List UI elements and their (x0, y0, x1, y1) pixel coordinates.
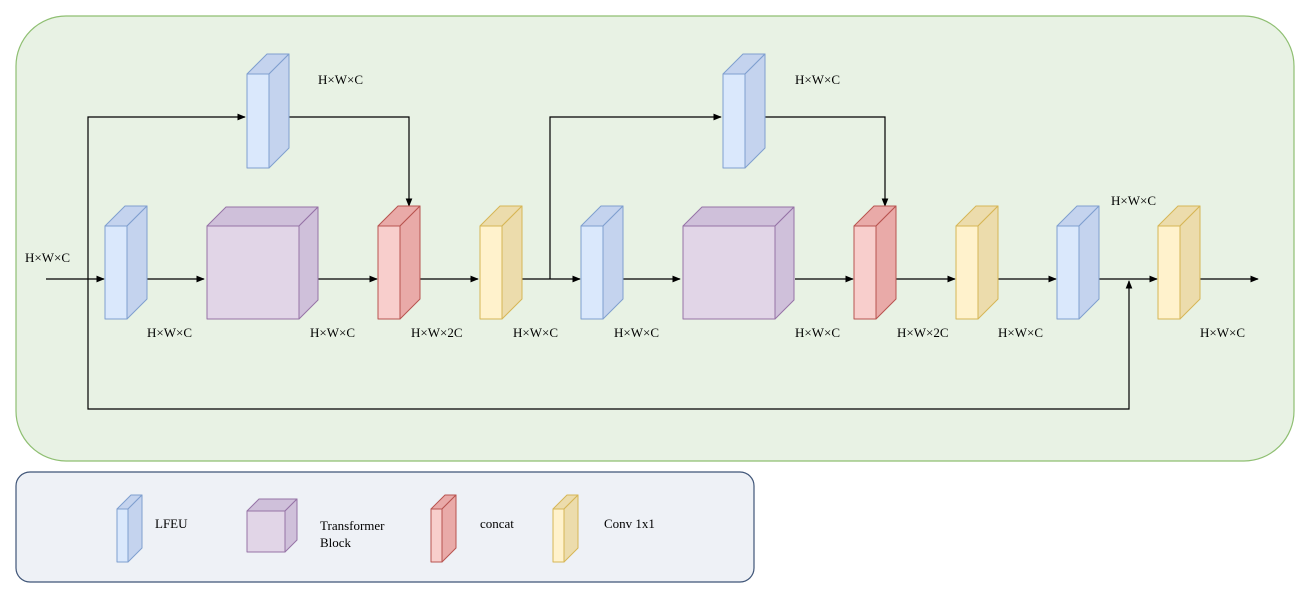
dim-label-after-transformer-2: H×W×C (795, 325, 840, 340)
dim-label-after-conv-2: H×W×C (998, 325, 1043, 340)
blocks-layer (104, 53, 1201, 563)
legend-icon-concat (430, 494, 457, 563)
dim-label-after-concat-2: H×W×2C (897, 325, 949, 340)
concat-block-1 (377, 205, 421, 320)
lfeu-branch-block-2 (722, 53, 766, 169)
lfeu-block-2 (580, 205, 624, 320)
dim-label-after-lfeu-1: H×W×C (147, 325, 192, 340)
dim-label-after-lfeu-2: H×W×C (614, 325, 659, 340)
dim-label-after-concat-1: H×W×2C (411, 325, 463, 340)
dim-label-output: H×W×C (1200, 325, 1245, 340)
transformer-block-2 (682, 206, 795, 320)
lfeu-block-3 (1056, 205, 1100, 320)
dim-label-top-branch-2: H×W×C (795, 72, 840, 87)
legend-label-concat: concat (480, 516, 514, 531)
dim-label-top-branch-1: H×W×C (318, 72, 363, 87)
dim-label-after-conv-1: H×W×C (513, 325, 558, 340)
legend-label-transformer-line2: Block (320, 535, 352, 550)
connection-lines (46, 113, 1259, 410)
legend-icon-transformer (246, 498, 298, 553)
lfeu-branch-block-1 (246, 53, 290, 169)
transformer-block-1 (206, 206, 319, 320)
module-container (15, 15, 1295, 462)
conv-block-1 (479, 205, 523, 320)
legend-label-conv: Conv 1x1 (604, 516, 655, 531)
dim-label-after-transformer-1: H×W×C (310, 325, 355, 340)
lfeu-block-1 (104, 205, 148, 320)
dim-label-input: H×W×C (25, 250, 70, 265)
legend-icon-lfeu (116, 494, 143, 563)
dimension-labels: H×W×C H×W×C H×W×C H×W×C H×W×C H×W×2C H×W… (25, 72, 1245, 340)
conv-block-3 (1157, 205, 1201, 320)
legend-labels: LFEU Transformer Block concat Conv 1x1 (155, 516, 655, 550)
legend-icon-conv (552, 494, 579, 563)
conv-block-2 (955, 205, 999, 320)
concat-block-2 (853, 205, 897, 320)
legend-label-lfeu: LFEU (155, 516, 188, 531)
legend-label-transformer-line1: Transformer (320, 518, 385, 533)
dim-label-final-conv-top: H×W×C (1111, 193, 1156, 208)
